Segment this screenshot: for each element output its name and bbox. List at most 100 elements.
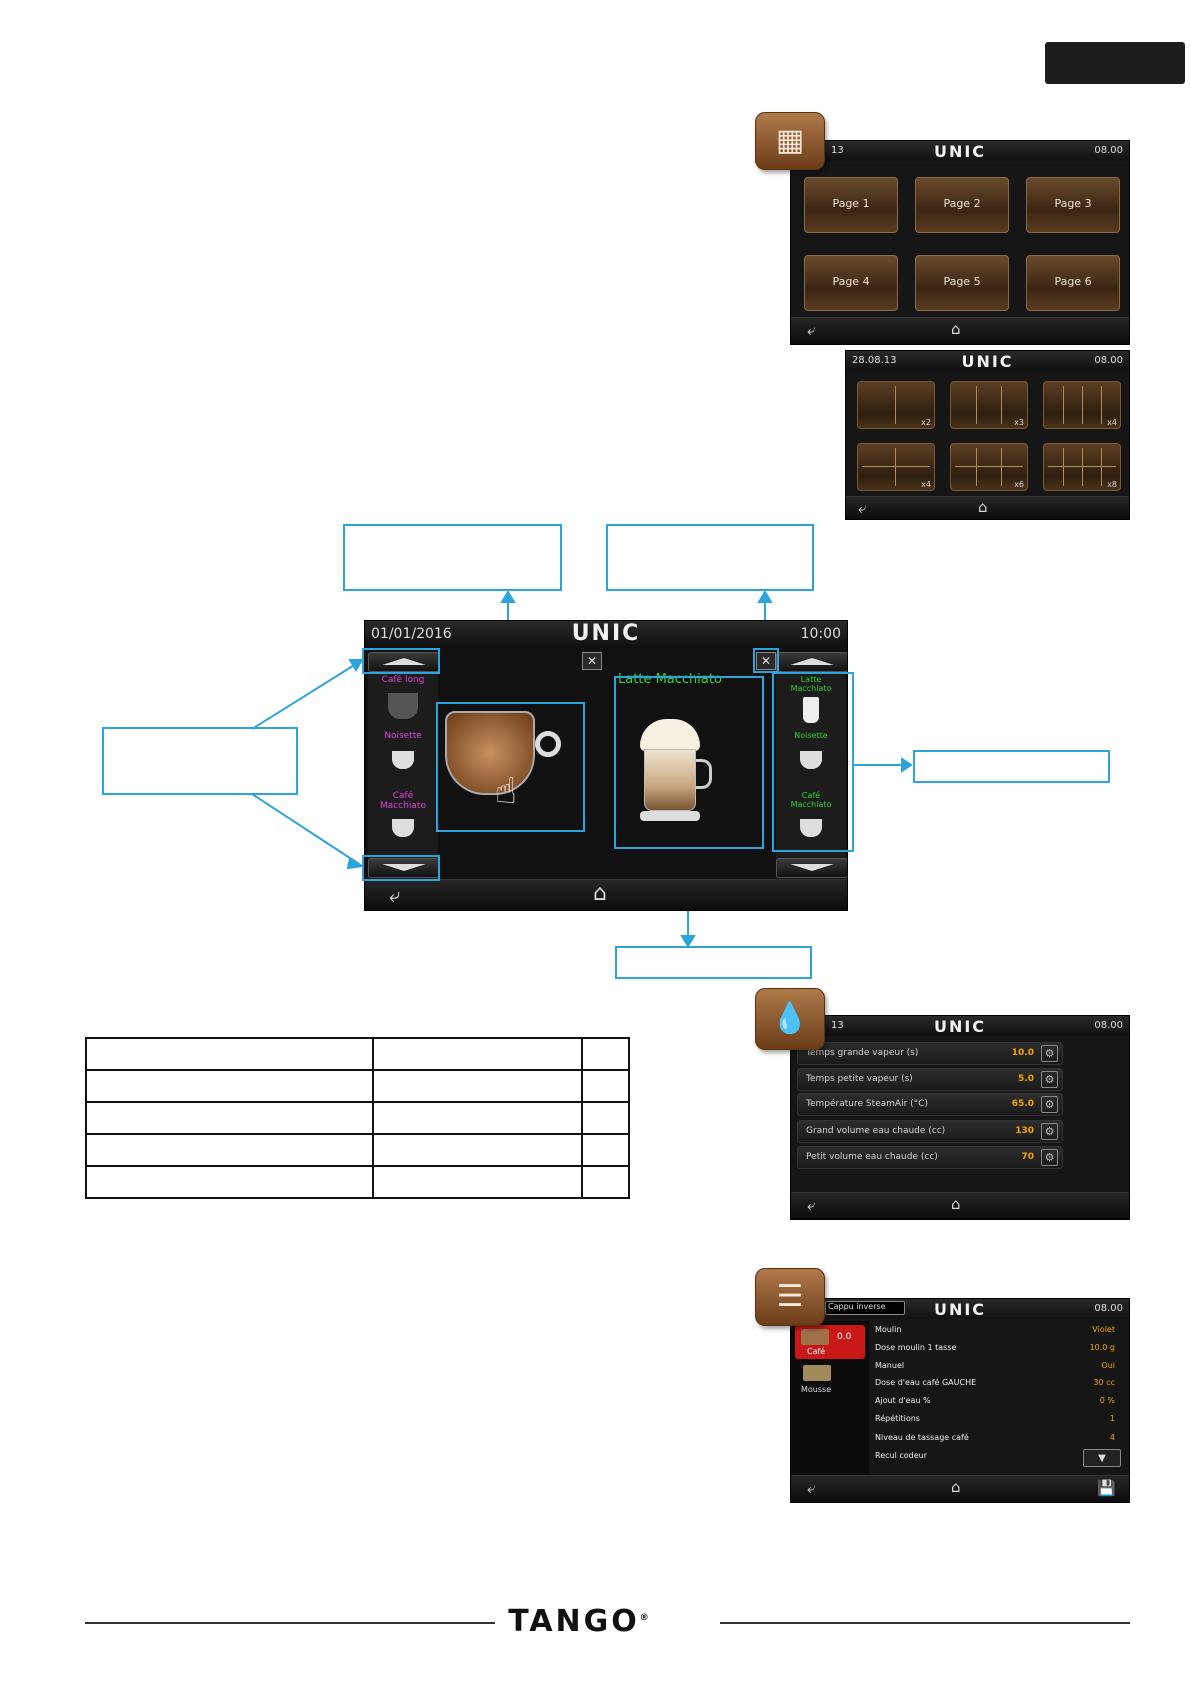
screen-header: Cappu inverse UNIC 08.00 xyxy=(791,1299,1129,1319)
mousse-component-button[interactable]: Mousse xyxy=(795,1363,865,1397)
left-item-label[interactable]: Café Macchiato xyxy=(380,791,426,811)
parameter-row[interactable]: Ajout d'eau %0 % xyxy=(875,1394,1115,1410)
home-icon[interactable]: ⌂ xyxy=(951,320,961,338)
right-product-column: Latte Macchiato Noisette Café Macchiato xyxy=(776,673,846,873)
right-item-label[interactable]: Noisette xyxy=(794,731,828,740)
page-selector-screen: 13 UNIC 08.00 Page 1 Page 2 Page 3 Page … xyxy=(790,140,1130,345)
footer-rule-right xyxy=(720,1622,1130,1624)
parameter-value: 30 cc xyxy=(1093,1378,1115,1387)
grid-x4-square-button[interactable]: x4 xyxy=(857,443,935,491)
home-icon[interactable]: ⌂ xyxy=(951,1195,961,1213)
right-scroll-down-button[interactable] xyxy=(776,858,847,878)
screen-time: 08.00 xyxy=(1094,355,1123,366)
back-icon[interactable]: ⤶ xyxy=(389,883,401,907)
scroll-down-button[interactable]: ▼ xyxy=(1083,1449,1121,1467)
parameter-label: Répétitions xyxy=(875,1414,920,1423)
page-3-button[interactable]: Page 3 xyxy=(1026,177,1120,233)
parameter-row[interactable]: Dose d'eau café GAUCHE 30 cc xyxy=(875,1376,1115,1392)
setting-row[interactable]: Température SteamAir (°C) 65.0 ⚙ xyxy=(797,1093,1063,1116)
gear-icon[interactable]: ⚙ xyxy=(1041,1096,1058,1113)
chapter-tab xyxy=(1045,42,1185,84)
back-icon[interactable]: ⤶ xyxy=(807,1196,816,1214)
parameter-row[interactable]: Recul codeur0 xyxy=(875,1449,1115,1465)
setting-label: Grand volume eau chaude (cc) xyxy=(806,1126,946,1136)
cup-icon xyxy=(800,819,822,837)
gear-icon[interactable]: ⚙ xyxy=(1041,1123,1058,1140)
screen-time: 08.00 xyxy=(1094,1303,1123,1314)
beverage-screen: 01/01/2016 UNIC 10:00 Café long Noisette… xyxy=(364,620,848,911)
registered-mark: ® xyxy=(639,1613,652,1623)
parameter-value: 10.0 g xyxy=(1089,1343,1115,1352)
unic-logo: UNIC xyxy=(933,142,987,161)
cup-icon xyxy=(392,751,414,769)
brand-logo: TANGO® xyxy=(505,1604,655,1639)
screen-date: 28.08.13 xyxy=(852,355,897,366)
pages-grid-icon: ▦ xyxy=(755,112,825,170)
left-item-label[interactable]: Noisette xyxy=(384,731,422,741)
close-icon[interactable]: ✕ xyxy=(582,652,602,670)
page-4-button[interactable]: Page 4 xyxy=(804,255,898,311)
highlight-selected-product xyxy=(614,676,764,849)
unic-logo: UNIC xyxy=(571,621,641,646)
gear-icon[interactable]: ⚙ xyxy=(1041,1071,1058,1088)
product-parameters-screen: Cappu inverse UNIC 08.00 0.0 Café Mousse… xyxy=(790,1298,1130,1503)
page-6-button[interactable]: Page 6 xyxy=(1026,255,1120,311)
right-scroll-up-button[interactable] xyxy=(776,652,847,672)
screen-header: 13 UNIC 08.00 xyxy=(791,1016,1129,1036)
highlight-dragged-cup xyxy=(436,702,585,832)
home-icon[interactable]: ⌂ xyxy=(978,498,988,516)
back-icon[interactable]: ⤶ xyxy=(807,321,816,339)
grid-x8-button[interactable]: x8 xyxy=(1043,443,1121,491)
right-item-label[interactable]: Café Macchiato xyxy=(790,791,832,809)
setting-row[interactable]: Grand volume eau chaude (cc) 130 ⚙ xyxy=(797,1120,1063,1143)
setting-label: Temps petite vapeur (s) xyxy=(806,1074,913,1084)
right-item-label[interactable]: Latte Macchiato xyxy=(790,675,832,693)
grid-label: x2 xyxy=(921,418,931,427)
grid-x3-button[interactable]: x3 xyxy=(950,381,1028,429)
cup-icon xyxy=(800,751,822,769)
page-1-button[interactable]: Page 1 xyxy=(804,177,898,233)
setting-value: 130 xyxy=(1015,1126,1034,1136)
page-2-button[interactable]: Page 2 xyxy=(915,177,1009,233)
screen-date: 13 xyxy=(831,1020,844,1031)
setting-label: Petit volume eau chaude (cc) xyxy=(806,1152,938,1162)
screen-time: 08.00 xyxy=(1094,145,1123,156)
back-icon[interactable]: ⤶ xyxy=(807,1479,816,1497)
setting-value: 65.0 xyxy=(1011,1099,1034,1109)
setting-row[interactable]: Temps grande vapeur (s) 10.0 ⚙ xyxy=(797,1042,1063,1065)
save-icon[interactable]: 💾 xyxy=(1097,1479,1116,1497)
cup-icon xyxy=(803,697,819,723)
cafe-component-button[interactable]: 0.0 Café xyxy=(795,1325,865,1359)
parameter-label: Manuel xyxy=(875,1361,905,1370)
footer-rule-left xyxy=(85,1622,495,1624)
page-5-button[interactable]: Page 5 xyxy=(915,255,1009,311)
product-name-field[interactable]: Cappu inverse xyxy=(825,1301,905,1315)
home-icon[interactable]: ⌂ xyxy=(593,881,607,906)
grid-x6-button[interactable]: x6 xyxy=(950,443,1028,491)
highlight-right-column xyxy=(772,672,854,852)
latte-glass-image xyxy=(640,719,712,829)
setting-row[interactable]: Petit volume eau chaude (cc) 70 ⚙ xyxy=(797,1146,1063,1169)
document-table xyxy=(85,1037,630,1199)
setting-row[interactable]: Temps petite vapeur (s) 5.0 ⚙ xyxy=(797,1068,1063,1091)
close-icon[interactable]: ✕ xyxy=(756,652,776,670)
back-icon[interactable]: ⤶ xyxy=(858,499,867,517)
gear-icon[interactable]: ⚙ xyxy=(1041,1045,1058,1062)
parameter-label: Dose d'eau café GAUCHE xyxy=(875,1378,977,1387)
home-icon[interactable]: ⌂ xyxy=(951,1478,961,1496)
grid-x4-column-button[interactable]: x4 xyxy=(1043,381,1121,429)
left-product-column: Café long Noisette Café Macchiato xyxy=(368,673,438,873)
parameter-label: Ajout d'eau % xyxy=(875,1396,931,1405)
grid-x2-button[interactable]: x2 xyxy=(857,381,935,429)
left-item-label[interactable]: Café long xyxy=(381,675,425,685)
callout-box-bottom xyxy=(615,946,812,979)
highlight-close-button xyxy=(753,648,779,673)
dragged-cup-image[interactable]: ☝ xyxy=(435,701,570,821)
gear-icon[interactable]: ⚙ xyxy=(1041,1149,1058,1166)
